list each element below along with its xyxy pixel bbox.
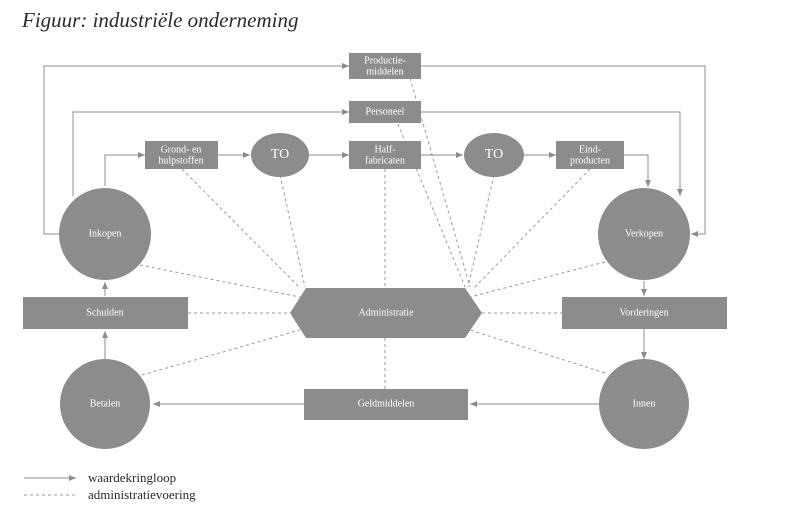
label-inkopen: Inkopen <box>89 228 122 239</box>
label-eindproducten-2: producten <box>570 155 610 166</box>
admin-line-grondstoffen <box>181 168 301 289</box>
legend: waardekringloop administratievoering <box>24 470 196 502</box>
node-to-left: TO <box>251 133 309 177</box>
node-vorderingen: Vorderingen <box>562 297 727 329</box>
node-innen: Innen <box>599 359 689 449</box>
flow-eindproducten-verkopen <box>624 154 651 187</box>
label-innen: Innen <box>633 398 656 409</box>
legend-admin-label: administratievoering <box>88 487 196 502</box>
label-halffabricaten: Half- <box>374 144 395 155</box>
flow-inkopen-personeel <box>72 109 349 196</box>
label-grondstoffen-2: hulpstoffen <box>158 155 203 166</box>
node-verkopen: Verkopen <box>598 188 690 280</box>
label-verkopen: Verkopen <box>625 228 663 239</box>
admin-line-verkopen <box>469 261 606 298</box>
flow-inkopen-productiemiddelen <box>43 63 349 235</box>
admin-lines <box>139 77 606 389</box>
legend-flow-label: waardekringloop <box>88 470 176 485</box>
node-halffabricaten: Half- fabricaten <box>349 141 421 169</box>
label-halffabricaten-2: fabricaten <box>365 155 405 166</box>
admin-line-innen <box>469 329 606 374</box>
node-productiemiddelen: Productie- middelen <box>349 53 421 79</box>
flow-productiemiddelen-verkopen <box>421 65 706 237</box>
figure-title: Figuur: industriële onderneming <box>22 8 299 32</box>
label-eindproducten: Eind- <box>579 144 601 155</box>
admin-line-personeel <box>397 123 466 288</box>
label-geldmiddelen: Geldmiddelen <box>358 398 415 409</box>
admin-line-to-left <box>279 174 306 288</box>
admin-line-betalen <box>141 329 301 376</box>
node-eindproducten: Eind- producten <box>556 141 624 169</box>
label-productiemiddelen: Productie- <box>364 55 406 66</box>
label-personeel: Personeel <box>366 106 405 117</box>
label-to-right: TO <box>485 147 503 162</box>
label-grondstoffen: Grond- en <box>161 144 202 155</box>
label-vorderingen: Vorderingen <box>619 307 668 318</box>
admin-line-to-right <box>467 174 495 288</box>
label-administratie: Administratie <box>359 307 415 318</box>
admin-line-inkopen <box>139 264 301 298</box>
label-betalen: Betalen <box>90 398 121 409</box>
label-productiemiddelen-2: middelen <box>366 66 403 77</box>
flow-inkopen-grondstoffen <box>104 152 145 186</box>
node-administratie: Administratie <box>290 288 482 338</box>
flow-lines <box>43 63 706 407</box>
flow-personeel-verkopen <box>421 111 683 196</box>
node-geldmiddelen: Geldmiddelen <box>304 389 468 420</box>
node-grondstoffen: Grond- en hulpstoffen <box>145 141 218 169</box>
node-personeel: Personeel <box>349 101 421 123</box>
node-to-right: TO <box>464 133 524 177</box>
node-inkopen: Inkopen <box>59 188 151 280</box>
admin-line-eindproducten <box>473 168 591 289</box>
label-to-left: TO <box>271 147 289 162</box>
node-betalen: Betalen <box>60 359 150 449</box>
label-schulden: Schulden <box>86 307 123 318</box>
node-schulden: Schulden <box>23 297 188 329</box>
